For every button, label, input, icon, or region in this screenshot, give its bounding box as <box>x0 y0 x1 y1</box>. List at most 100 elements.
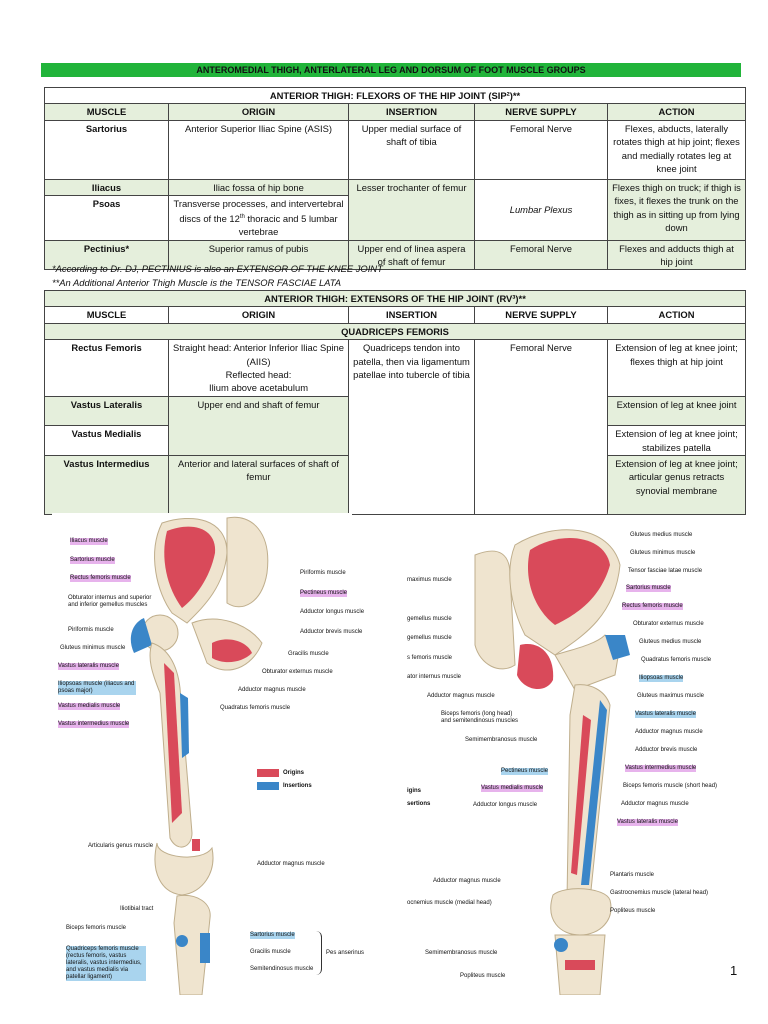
label-gluteus-minimus: Gluteus minimus muscle <box>60 645 126 651</box>
label-vastus-lateralis: Vastus lateralis muscle <box>58 663 119 670</box>
label-plantaris: Plantaris muscle <box>610 872 655 878</box>
label-popliteus-l: Popliteus muscle <box>460 973 506 979</box>
sartorius-action: Flexes, abducts, laterally rotates thigh… <box>607 119 746 180</box>
extensors-table: ANTERIOR THIGH: EXTENSORS OF THE HIP JOI… <box>43 289 747 516</box>
label-adductor-magnus-l: Adductor magnus muscle <box>427 693 495 699</box>
label-semitendinosus: Semitendinosus muscle <box>250 966 314 972</box>
label-quadriceps-femoris: Quadriceps femoris muscle (rectus femori… <box>66 946 146 981</box>
label-adductor-magnus-l2: Adductor magnus muscle <box>433 878 501 884</box>
medialis-muscle: Vastus Medialis <box>44 425 169 457</box>
label-gluteus-medius-2: Gluteus medius muscle <box>639 639 702 645</box>
label-biceps-short-head: Biceps femoris muscle (short head) <box>623 783 718 789</box>
flexors-table: ANTERIOR THIGH: FLEXORS OF THE HIP JOINT… <box>44 86 746 271</box>
label-adductor-magnus-r: Adductor magnus muscle <box>635 729 703 735</box>
sartorius-origin: Anterior Superior Iliac Spine (ASIS) <box>168 119 349 180</box>
posterior-hip-figure: Gluteus medius muscle Gluteus minimus mu… <box>405 515 725 996</box>
medialis-action: Extension of leg at knee joint; stabiliz… <box>606 425 747 457</box>
ext-header-insertion: INSERTION <box>348 306 475 324</box>
note-pectinius: *According to Dr. DJ, PECTINIUS is also … <box>52 263 383 274</box>
header-insertion: INSERTION <box>348 103 475 121</box>
sartorius-nerve: Femoral Nerve <box>474 119 608 180</box>
iliacus-muscle: Iliacus <box>44 178 169 197</box>
label-rectus-femoris: Rectus femoris muscle <box>70 575 131 582</box>
label-iliotibial-tract: Iliotibial tract <box>120 906 154 912</box>
label-gluteus-minimus-r: Gluteus minimus muscle <box>630 550 696 556</box>
header-origin: ORIGIN <box>168 103 349 121</box>
quadriceps-group: QUADRICEPS FEMORIS <box>43 322 747 341</box>
label-gemellus-2: gemellus muscle <box>407 635 452 641</box>
legend-origins-partial: igins <box>407 788 422 794</box>
note-tensor: **An Additional Anterior Thigh Muscle is… <box>52 277 341 288</box>
label-iliopsoas-r: Iliopsoas muscle <box>639 675 684 682</box>
label-femoris-partial: s femoris muscle <box>407 655 453 661</box>
label-gluteus-medius: Gluteus medius muscle <box>630 532 693 538</box>
anterior-bones-illustration <box>130 516 269 996</box>
label-biceps-femoris: Biceps femoris muscle <box>66 925 127 931</box>
label-piriformis-left: Piriformis muscle <box>68 627 114 633</box>
intermedius-muscle: Vastus Intermedius <box>44 455 169 516</box>
label-adductor-longus: Adductor longus muscle <box>300 609 365 615</box>
label-popliteus-r: Popliteus muscle <box>610 908 656 914</box>
intermedius-origin: Anterior and lateral surfaces of shaft o… <box>168 455 349 516</box>
label-vastus-medialis: Vastus medialis muscle <box>58 703 121 710</box>
rectus-origin: Straight head: Anterior Inferior Iliac S… <box>168 339 349 398</box>
label-sartorius: Sartorius muscle <box>70 557 115 564</box>
pectinius-insertion: Upper end of linea aspera of shaft of fe… <box>348 239 475 271</box>
label-obturator-internus-partial: ator internus muscle <box>407 674 462 680</box>
label-biceps-long-head: Biceps femoris (long head) and semitendi… <box>441 711 519 724</box>
label-gracilis-lower: Gracilis muscle <box>250 949 291 955</box>
pectinius-nerve: Femoral Nerve <box>474 239 608 271</box>
label-adductor-magnus-r2: Adductor magnus muscle <box>621 801 689 807</box>
label-piriformis-right: Piriformis muscle <box>300 570 346 576</box>
intermedius-action: Extension of leg at knee joint; articula… <box>606 455 747 516</box>
label-pes-anserinus: Pes anserinus <box>326 950 365 956</box>
legend-insertions: Insertions <box>283 783 312 789</box>
pectinius-muscle: Pectinius* <box>44 239 169 271</box>
label-maximus-partial: maximus muscle <box>407 577 452 583</box>
label-pectineus: Pectineus muscle <box>300 590 348 597</box>
label-vastus-lateralis-r2: Vastus lateralis muscle <box>617 819 678 826</box>
ext-header-action: ACTION <box>606 306 747 324</box>
label-gluteus-maximus: Gluteus maximus muscle <box>637 693 705 699</box>
label-iliopsoas: Iliopsoas muscle (iliacus and psoas majo… <box>58 681 136 695</box>
psoas-nerve: Lumbar Plexus <box>474 178 608 241</box>
iliopsoas-insertion: Lesser trochanter of femur <box>348 178 475 241</box>
label-adductor-longus-r: Adductor longus muscle <box>473 802 538 808</box>
label-obturator-internus: Obturator internus and superior and infe… <box>68 595 152 608</box>
label-gastrocnemius-lateral: Gastrocnemius muscle (lateral head) <box>610 890 709 896</box>
legend-origins-swatch <box>257 769 279 777</box>
label-gracilis: Gracilis muscle <box>288 651 329 657</box>
label-adductor-brevis: Adductor brevis muscle <box>300 629 363 635</box>
label-articularis-genus: Articularis genus muscle <box>88 843 154 849</box>
ext-header-origin: ORIGIN <box>168 306 349 324</box>
ext-header-nerve: NERVE SUPPLY <box>474 306 608 324</box>
quadriceps-insertion: Quadriceps tendon into patella, then via… <box>348 339 475 516</box>
sartorius-muscle: Sartorius <box>44 119 169 180</box>
quadriceps-nerve: Femoral Nerve <box>474 339 608 516</box>
rectus-action: Extension of leg at knee joint; flexes t… <box>606 339 747 398</box>
lateralis-origin: Upper end and shaft of femur <box>168 396 349 457</box>
psoas-muscle: Psoas <box>44 195 169 241</box>
label-adductor-magnus-upper: Adductor magnus muscle <box>238 687 306 693</box>
label-iliacus: Iliacus muscle <box>70 538 108 545</box>
label-semimembranosus: Semimembranosus muscle <box>465 737 538 743</box>
label-rectus-femoris-r: Rectus femoris muscle <box>622 603 683 610</box>
label-tensor-fasciae: Tensor fasciae latae muscle <box>628 568 703 574</box>
header-nerve: NERVE SUPPLY <box>474 103 608 121</box>
flexors-title: ANTERIOR THIGH: FLEXORS OF THE HIP JOINT… <box>44 86 746 105</box>
header-muscle: MUSCLE <box>44 103 169 121</box>
label-sartorius-r: Sartorius muscle <box>626 585 671 592</box>
label-obturator-externus: Obturator externus muscle <box>262 669 333 675</box>
page-banner: ANTEROMEDIAL THIGH, ANTERLATERAL LEG AND… <box>41 63 741 77</box>
label-vastus-intermedius: Vastus intermedius muscle <box>58 721 130 728</box>
header-action: ACTION <box>607 103 746 121</box>
lateralis-muscle: Vastus Lateralis <box>44 396 169 427</box>
pectinius-action: Flexes and adducts thigh at hip joint <box>607 239 746 271</box>
legend-insertions-partial: sertions <box>407 801 431 807</box>
legend-origins: Origins <box>283 770 305 776</box>
ext-header-muscle: MUSCLE <box>44 306 169 324</box>
label-adductor-brevis-r: Adductor brevis muscle <box>635 747 698 753</box>
rectus-muscle: Rectus Femoris <box>44 339 169 398</box>
label-vastus-medialis-r: Vastus medialis muscle <box>481 785 544 792</box>
label-vastus-lateralis-r: Vastus lateralis muscle <box>635 711 696 718</box>
